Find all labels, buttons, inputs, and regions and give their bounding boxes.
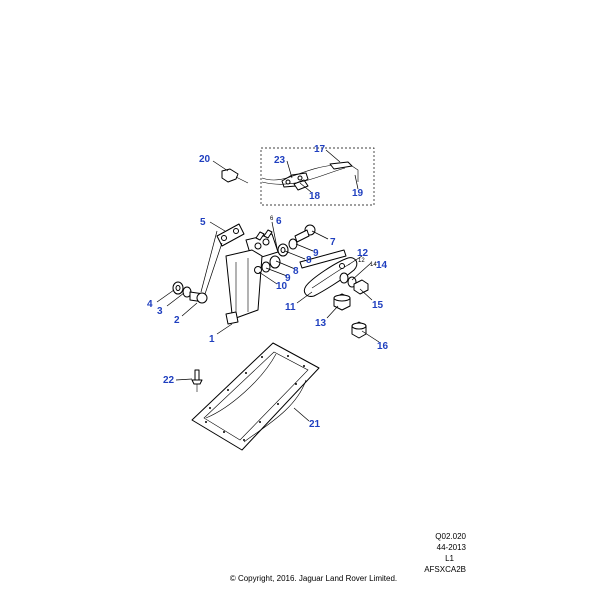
part-11-pedal-link[interactable]: [303, 257, 358, 297]
part-19-cable[interactable]: [261, 161, 359, 185]
callout-1[interactable]: 1: [209, 334, 215, 345]
callout-7[interactable]: 7: [330, 237, 336, 248]
callout-13[interactable]: 13: [315, 318, 327, 329]
part-8-bushing-upper[interactable]: [277, 243, 289, 257]
callout-17[interactable]: 17: [314, 144, 326, 155]
callout-10[interactable]: 10: [276, 281, 288, 292]
part-13-bump-stop[interactable]: [333, 293, 351, 311]
callout-9-lower[interactable]: 9: [285, 273, 291, 284]
small-mark-12: 12: [358, 258, 365, 264]
part-7-pivot-bolt[interactable]: [294, 224, 316, 243]
callout-21[interactable]: 21: [309, 419, 321, 430]
part-9-washer-upper[interactable]: [288, 238, 298, 250]
callout-16[interactable]: 16: [377, 341, 389, 352]
part-17-group-boundary: [260, 147, 375, 206]
callout-4[interactable]: 4: [147, 299, 153, 310]
callout-23[interactable]: 23: [274, 155, 286, 166]
part-12-washer[interactable]: [339, 272, 349, 284]
callout-18[interactable]: 18: [309, 191, 321, 202]
leader-lines: [156, 149, 380, 422]
callout-11[interactable]: 11: [285, 302, 296, 313]
callout-8-lower[interactable]: 8: [293, 266, 299, 277]
part-21-floor-tray[interactable]: [191, 342, 320, 451]
callout-12[interactable]: 12: [357, 248, 369, 259]
part-16-nut[interactable]: [351, 321, 367, 339]
callout-3[interactable]: 3: [157, 306, 163, 317]
part-9-washer-lower[interactable]: [261, 261, 271, 273]
ref-date: 44-2013: [436, 543, 466, 552]
ref-level: L1: [445, 554, 454, 563]
part-20-sensor-probe[interactable]: [221, 168, 249, 184]
part-2-bolt[interactable]: [189, 291, 208, 304]
callout-8-upper[interactable]: 8: [306, 255, 312, 266]
part-4-washer[interactable]: [172, 281, 184, 295]
callout-labels: 1 2 3 4 5 6 7 8 8 9 9 10 11 12 13 14 15 …: [147, 144, 389, 430]
part-22-screw[interactable]: [191, 369, 203, 392]
ref-code: Q02.020: [435, 532, 466, 541]
part-18-switch[interactable]: [293, 179, 309, 191]
callout-2[interactable]: 2: [174, 315, 180, 326]
part-10-spring-pin[interactable]: [254, 249, 347, 274]
part-1-pedal-bracket[interactable]: [225, 229, 279, 325]
copyright-notice: © Copyright, 2016. Jaguar Land Rover Lim…: [229, 574, 398, 583]
callout-9-upper[interactable]: 9: [313, 248, 319, 259]
callout-20[interactable]: 20: [199, 154, 211, 165]
callout-22[interactable]: 22: [163, 375, 175, 386]
callout-19[interactable]: 19: [352, 188, 364, 199]
part-5-mounting-plate[interactable]: [216, 223, 245, 247]
part-8-bushing-lower[interactable]: [269, 255, 281, 269]
callout-15[interactable]: 15: [372, 300, 384, 311]
small-mark-6: 6: [270, 216, 274, 222]
ref-illustration-id: AFSXCA2B: [424, 565, 466, 574]
callout-5[interactable]: 5: [200, 217, 206, 228]
tray-fixing-holes: [205, 355, 305, 441]
callout-6[interactable]: 6: [276, 216, 282, 227]
part-15-adjuster[interactable]: [353, 279, 369, 295]
small-mark-14: 14: [370, 262, 377, 268]
callout-14[interactable]: 14: [376, 260, 388, 271]
